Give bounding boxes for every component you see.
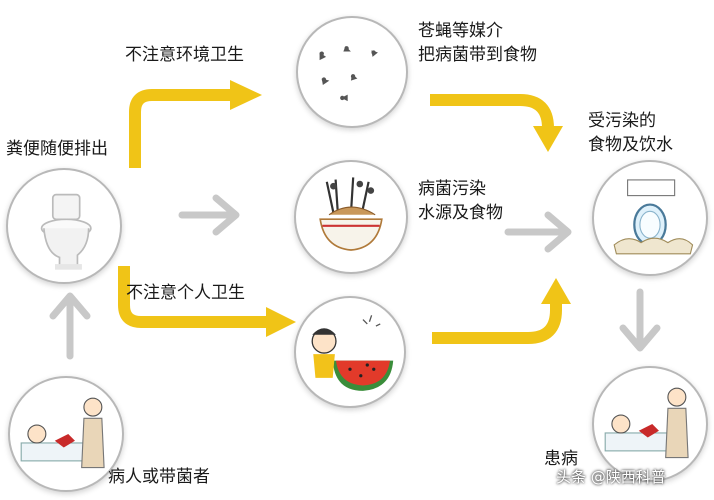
toilet-circle <box>6 168 122 284</box>
arrow-carrier-to-toilet <box>49 292 91 360</box>
arrow-personal-hygiene <box>118 266 268 328</box>
toilet-icon <box>40 193 92 270</box>
toilet-label: 粪便随便排出 <box>6 139 108 159</box>
arrow-food-to-sick <box>619 288 661 352</box>
watermelon-icon <box>311 315 394 391</box>
arrow-personal-hygiene-head <box>266 307 296 337</box>
flies-label-line2: 把病菌带到食物 <box>418 45 537 65</box>
food-label-line2: 食物及饮水 <box>588 135 673 155</box>
fly-icon <box>319 46 378 102</box>
arrow-melon-to-food-head <box>541 278 571 304</box>
arrow-flies-to-food-head <box>533 126 563 152</box>
watermelon-circle <box>294 296 406 408</box>
sick-circle <box>592 366 708 482</box>
water-label-line2: 水源及食物 <box>418 203 503 223</box>
env-hygiene-label: 不注意环境卫生 <box>125 45 244 65</box>
personal-hygiene-label: 不注意个人卫生 <box>126 283 245 303</box>
flies-label-line1: 苍蝇等媒介 <box>418 21 503 41</box>
watermark: 头条 @陕西科普 <box>556 468 666 486</box>
arrow-env-hygiene <box>129 89 232 168</box>
arrow-water-to-food <box>504 211 572 253</box>
water-label-line1: 病菌污染 <box>418 179 486 199</box>
arrow-melon-to-food <box>432 302 562 344</box>
food-label-line1: 受污染的 <box>588 111 656 131</box>
water-food-circle <box>294 160 408 274</box>
sick-label: 患病 <box>544 449 578 469</box>
patient-bed-icon <box>20 397 105 469</box>
arrow-env-hygiene-head <box>230 80 262 110</box>
food-bowl-icon <box>319 177 383 251</box>
carrier-circle <box>8 376 124 492</box>
flies-circle <box>296 16 408 128</box>
dish-icon <box>613 179 694 255</box>
arrow-flies-to-food <box>430 94 554 134</box>
contaminated-food-circle <box>592 160 708 276</box>
arrow-toilet-to-water <box>178 194 240 236</box>
patient-bed-icon <box>604 387 689 459</box>
carrier-label: 病人或带菌者 <box>108 467 210 487</box>
